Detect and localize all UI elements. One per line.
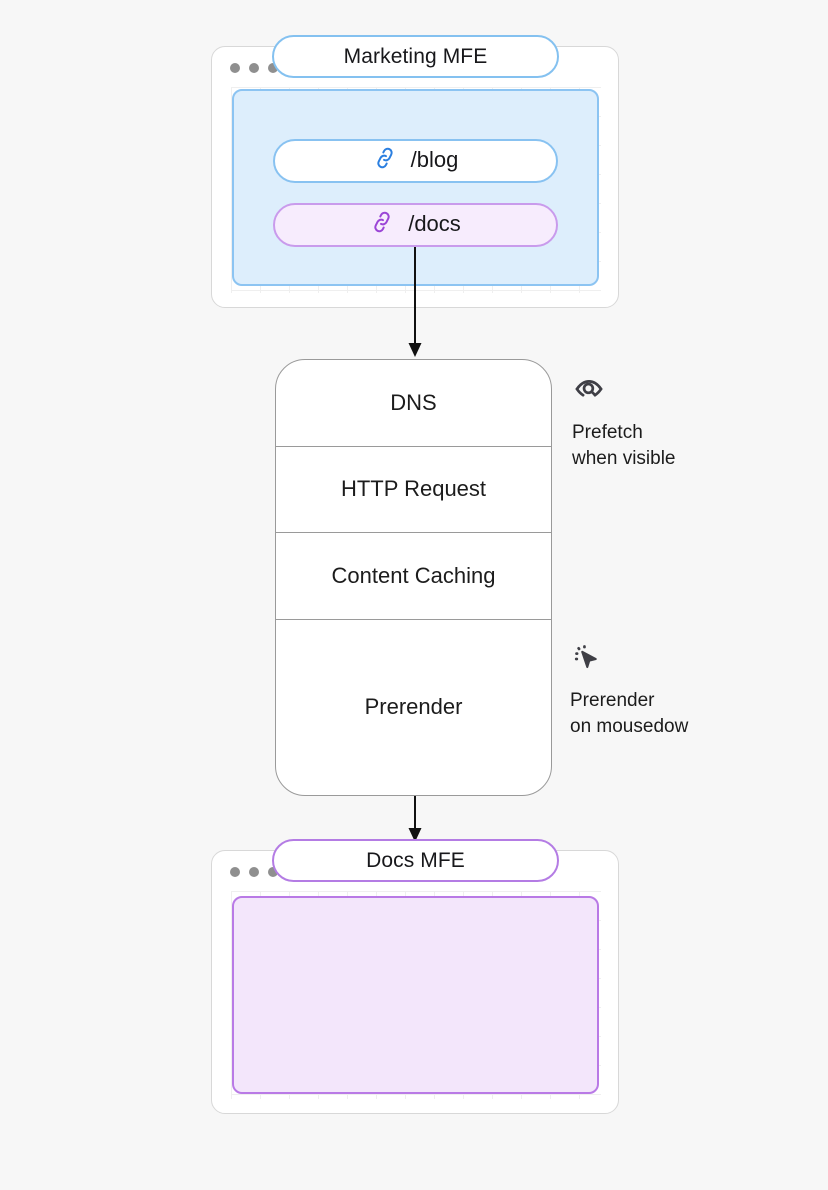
annotation-prefetch-when-visible: Prefetch when visible [572,372,782,472]
traffic-light-dot [230,63,240,73]
traffic-light-dot [249,63,259,73]
annotation-text: Prefetch when visible [572,422,676,470]
pipeline-stage-dns: DNS [276,360,551,447]
traffic-light-dot [268,63,278,73]
docs-content-panel [232,896,599,1094]
scan-eye-icon [572,372,782,411]
traffic-light-dot [268,867,278,877]
connector-pipeline-to-docs-mfe [408,796,422,842]
window-traffic-lights [230,63,278,73]
pipeline-stage-label: HTTP Request [340,476,487,502]
link-icon [370,210,394,240]
prefetch-pipeline: DNS HTTP Request Content Caching Prerend… [275,359,552,796]
route-pill-docs[interactable]: /docs [273,203,558,247]
mouse-pointer-click-icon [570,640,780,679]
annotation-text: Prerender on mousedow [570,690,689,738]
traffic-light-dot [230,867,240,877]
connector-docs-to-pipeline [408,247,422,357]
pipeline-stage-prerender: Prerender [276,620,551,795]
docs-mfe-title-pill: Docs MFE [272,839,559,882]
traffic-light-dot [249,867,259,877]
route-pill-blog[interactable]: /blog [273,139,558,183]
pipeline-stage-http-request: HTTP Request [276,447,551,534]
pipeline-stage-label: DNS [390,389,437,415]
pipeline-stage-content-caching: Content Caching [276,533,551,620]
pipeline-stage-label: Prerender [364,694,463,720]
marketing-mfe-title-pill: Marketing MFE [272,35,559,78]
window-traffic-lights [230,867,278,877]
route-label-docs: /docs [408,211,461,236]
marketing-mfe-title: Marketing MFE [343,44,488,68]
annotation-prerender-on-mousedown: Prerender on mousedow [570,640,780,740]
docs-mfe-title: Docs MFE [366,848,465,872]
pipeline-stage-label: Content Caching [331,563,496,589]
route-label-blog: /blog [410,147,459,172]
link-icon [373,146,397,176]
